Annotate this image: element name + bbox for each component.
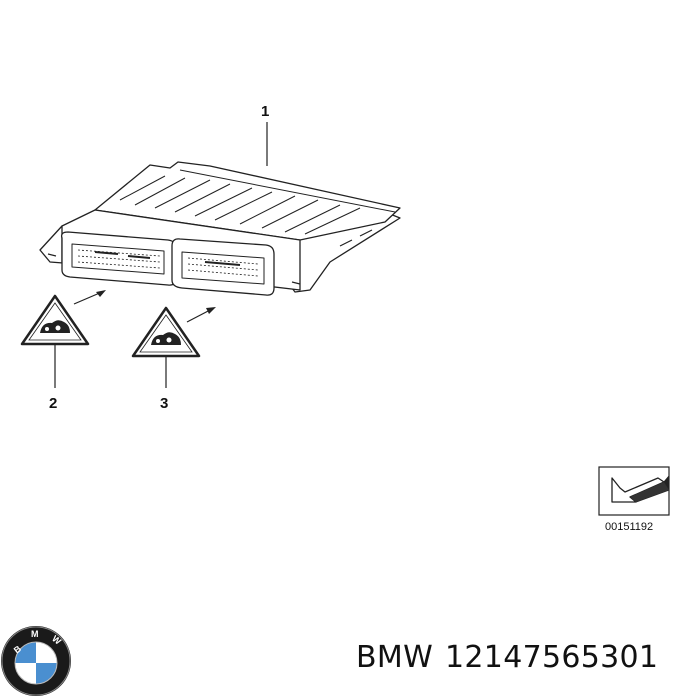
callout-1: 1 (261, 103, 269, 120)
arrowhead-2 (96, 290, 106, 297)
warning-label-2 (20, 294, 90, 388)
arrow-2 (73, 291, 103, 305)
part-number: 12147565301 (445, 640, 659, 675)
reference-code: 00151192 (605, 521, 653, 533)
reference-symbol (598, 466, 670, 516)
part-caption: BMW 12147565301 (356, 640, 658, 675)
callout-3: 3 (160, 395, 168, 412)
svg-text:B: B (12, 643, 24, 655)
warning-label-3 (131, 306, 201, 388)
svg-text:M: M (31, 629, 39, 639)
callout-2: 2 (49, 395, 57, 412)
connector-right (171, 238, 275, 296)
control-unit-drawing (39, 161, 401, 296)
brand-name: BMW (356, 640, 434, 675)
arrowhead-3 (206, 307, 216, 314)
bmw-logo: B M W (1, 626, 71, 696)
connector-left (60, 231, 177, 286)
